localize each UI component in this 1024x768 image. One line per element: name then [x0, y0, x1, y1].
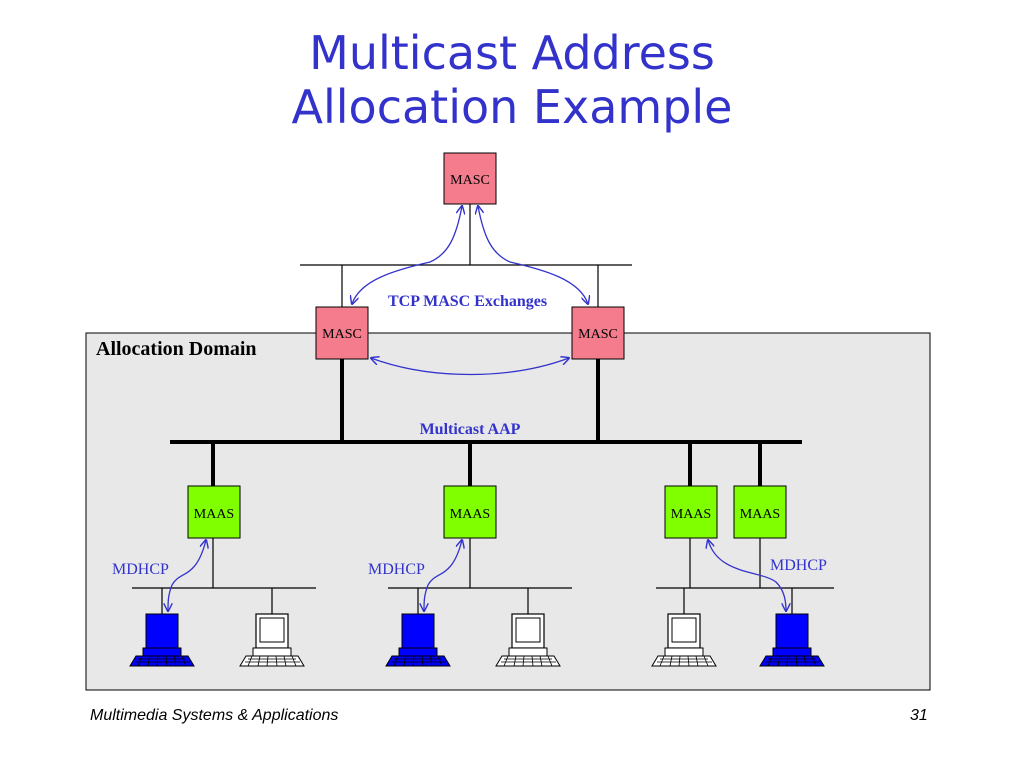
allocation-domain-label: Allocation Domain: [96, 338, 257, 360]
masc-router-left: MASC: [315, 306, 369, 360]
maas-server-3: MAAS: [664, 485, 718, 539]
footer-course-title: Multimedia Systems & Applications: [90, 707, 339, 724]
title-line-2: Allocation Example: [291, 80, 733, 134]
masc-left-label: MASC: [322, 327, 362, 342]
mdhcp-label-2: MDHCP: [368, 561, 425, 578]
maas-server-4: MAAS: [733, 485, 787, 539]
title-line-1: Multicast Address: [309, 26, 715, 80]
multicast-aap-backbone: [170, 359, 802, 486]
maas-server-1: MAAS: [187, 485, 241, 539]
tcp-masc-exchanges-label: TCP MASC Exchanges: [388, 293, 547, 310]
masc-router-top: MASC: [443, 152, 497, 205]
masc-right-label: MASC: [578, 327, 618, 342]
tcp-masc-exchange-arrows: [352, 206, 588, 376]
maas-1-label: MAAS: [194, 507, 234, 522]
multicast-aap-label: Multicast AAP: [420, 421, 521, 438]
maas-server-2: MAAS: [443, 485, 497, 539]
maas-4-label: MAAS: [740, 507, 780, 522]
slide-title: Multicast Address Allocation Example: [0, 26, 1024, 134]
mdhcp-label-3: MDHCP: [770, 557, 827, 574]
masc-top-label: MASC: [450, 173, 490, 188]
footer-page-number: 31: [910, 707, 928, 724]
maas-2-label: MAAS: [450, 507, 490, 522]
mdhcp-arrows: [168, 540, 786, 611]
mdhcp-label-1: MDHCP: [112, 561, 169, 578]
inter-domain-network: [300, 204, 632, 307]
maas-3-label: MAAS: [671, 507, 711, 522]
masc-router-right: MASC: [571, 306, 625, 360]
